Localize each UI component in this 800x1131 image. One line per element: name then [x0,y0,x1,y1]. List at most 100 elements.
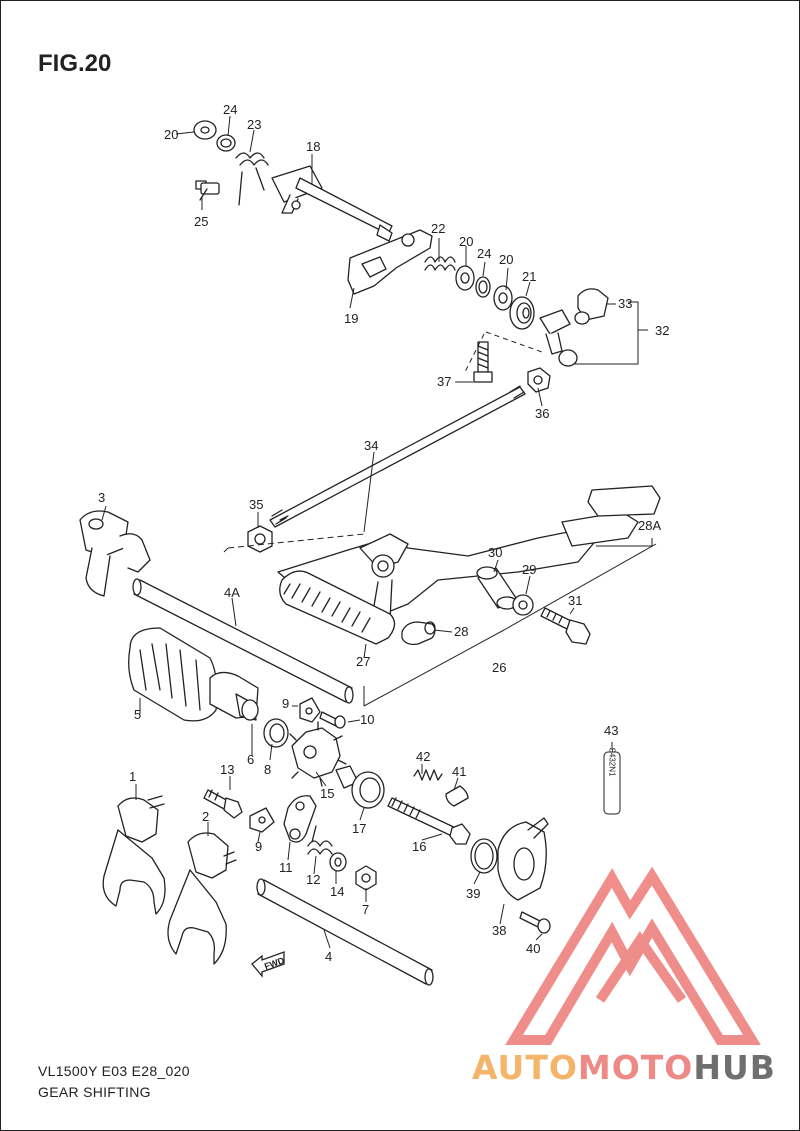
part-17-cam-stopper [335,765,385,809]
callout-15: 15 [320,786,334,801]
callout-28A: 28A [638,518,661,533]
part-4A-fork-shaft [132,578,354,704]
callout-42: 42 [416,749,430,764]
callout-36: 36 [535,406,549,421]
part-30-bushing [476,566,518,610]
label-43-stamp: S432N1 [608,748,617,777]
callout-39: 39 [466,886,480,901]
callout-29: 29 [522,562,536,577]
part-41-plunger [445,785,469,807]
fwd-marker-text: FWD [263,955,286,972]
callout-30: 30 [488,545,502,560]
callout-25: 25 [194,214,208,229]
part-40-screw [519,911,551,934]
figure-title: FIG.20 [38,50,112,77]
part-39-o-ring [470,838,498,874]
part-12-spring [307,825,333,855]
part-15-cam-gear [289,721,347,787]
callout-11: 11 [279,860,293,875]
callout-35: 35 [249,497,263,512]
part-8-bearing [263,718,289,748]
callout-28: 28 [454,624,468,639]
callout-20: 20 [164,127,178,142]
callout-27: 27 [356,654,370,669]
part-37-bolt [473,341,493,383]
callouts: 20 24 23 25 18 19 22 20 24 20 21 33 32 3… [98,102,669,964]
callout-18: 18 [306,139,320,154]
watermark-logo-icon [505,866,761,1045]
callout-24: 24 [223,102,237,117]
part-24-circlip-mid [475,276,491,298]
watermark-moto: MOTO [577,1048,694,1087]
footer-model-code: VL1500Y E03 E28_020 [38,1063,190,1079]
part-35-nut [247,525,273,553]
part-42-spring [413,769,443,781]
callout-4: 4 [325,949,332,964]
part-20-washer-mid [455,265,475,291]
part-21-oil-seal [509,296,535,330]
callout-23: 23 [247,117,261,132]
callout-22: 22 [431,221,445,236]
part-27-footrest-rubber [279,570,396,645]
part-34-shift-rod [269,385,526,528]
callout-37: 37 [437,374,451,389]
watermark-auto: AUTO [472,1048,578,1087]
callout-32: 32 [655,323,669,338]
watermark-text: AUTOMOTOHUB [472,1048,776,1087]
footer-section-name: GEAR SHIFTING [38,1084,151,1100]
callout-10: 10 [360,712,374,727]
callout-5: 5 [134,707,141,722]
part-3-shift-fork [79,510,151,597]
callout-26: 26 [492,660,506,675]
callout-21: 21 [522,269,536,284]
callout-14: 14 [330,884,344,899]
callout-2: 2 [202,809,209,824]
part-4-fork-shaft [256,878,434,986]
callout-13: 13 [220,762,234,777]
part-20-washer-right [493,285,513,311]
part-24-circlip-top [216,134,236,152]
callout-9: 9 [282,696,289,711]
callout-20: 20 [499,252,513,267]
callout-43: 43 [604,723,618,738]
part-36-nut [527,367,551,393]
callout-12: 12 [306,872,320,887]
part-25-pin [195,180,220,201]
callout-6: 6 [247,752,254,767]
callout-7: 7 [362,902,369,917]
callout-38: 38 [492,923,506,938]
part-7-nut [355,865,377,891]
part-43-label: S432N1 [603,748,621,815]
callout-3: 3 [98,490,105,505]
callout-20: 20 [459,234,473,249]
part-32-joint-assembly [539,288,609,367]
part-23-return-spring [235,152,269,206]
part-1-shift-fork [102,795,166,915]
callout-8: 8 [264,762,271,777]
callout-31: 31 [568,593,582,608]
part-19-shift-arm [347,229,433,295]
callout-34: 34 [364,438,378,453]
callout-19: 19 [344,311,358,326]
part-14-washer [329,852,347,872]
callout-40: 40 [526,941,540,956]
part-2-shift-fork [167,832,237,965]
part-20-washer-top [193,120,217,140]
part-31-bolt [540,607,591,645]
part-38-gear-position-switch [497,817,549,901]
part-5-shift-cam [128,627,259,722]
part-10-screw [319,711,346,729]
callout-1: 1 [129,769,136,784]
callout-4A: 4A [224,585,240,600]
fwd-arrow-icon: FWD [251,951,286,978]
part-9-stopper-plate-top [299,697,321,723]
part-13-stopper-bolt [203,789,243,819]
part-18-shift-shaft [271,165,393,242]
callout-24: 24 [477,246,491,261]
part-16-bolt [387,797,471,845]
part-22-spring-small [424,256,456,271]
callout-33: 33 [618,296,632,311]
part-28-cap [401,621,436,646]
watermark-hub: HUB [693,1048,776,1087]
